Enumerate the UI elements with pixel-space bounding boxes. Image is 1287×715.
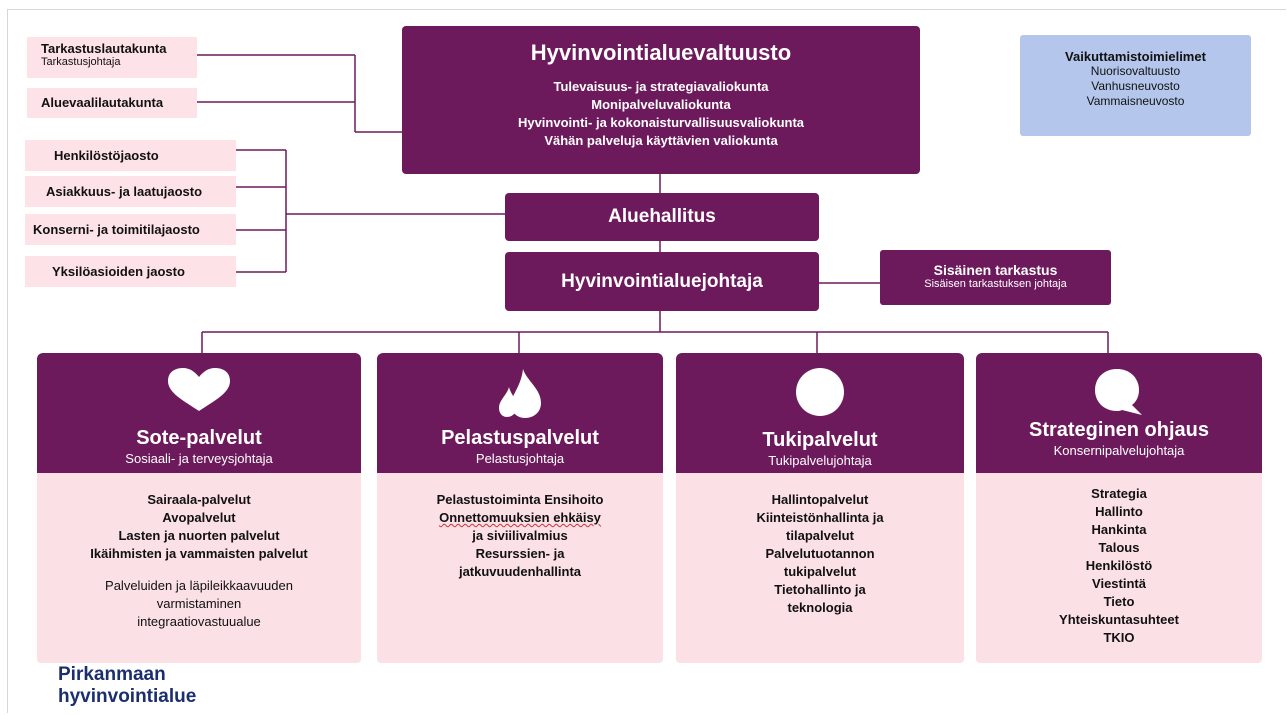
director-box: Hyvinvointialuejohtaja — [505, 252, 819, 311]
section-box: Konserni- ja toimitilajaosto — [25, 214, 236, 245]
column-item: Hallinto — [1095, 504, 1143, 519]
column-item: Kiinteistönhallinta ja — [756, 510, 884, 525]
rescue-header: Pelastuspalvelut Pelastusjohtaja — [377, 353, 663, 473]
column-title: Strateginen ohjaus — [1028, 419, 1210, 441]
section-box: Henkilöstöjaosto — [25, 140, 236, 171]
column-item: teknologia — [787, 600, 853, 615]
column-item: Ikäihmisten ja vammaisten palvelut — [90, 546, 308, 561]
column-sub: Tukipalvelujohtaja — [768, 453, 872, 468]
strategy-header: Strateginen ohjaus Konsernipalvelujohtaj… — [976, 353, 1262, 473]
column-item: Viestintä — [1092, 576, 1146, 591]
column-note: varmistaminen — [156, 596, 242, 611]
column-note: integraatiovastuualue — [137, 614, 261, 629]
committee-item: Vähän palveluja käyttävien valiokunta — [544, 133, 778, 148]
column-item: Sairaala-palvelut — [147, 492, 251, 507]
column-item: Resurssien- ja — [475, 546, 565, 561]
organization-logo: Pirkanmaan hyvinvointialue — [58, 664, 196, 708]
section-label: Yksilöasioiden jaosto — [52, 264, 185, 279]
committee-item: Hyvinvointi- ja kokonaisturvallisuusvali… — [517, 115, 805, 130]
audit-committee-title: Tarkastuslautakunta — [41, 41, 167, 56]
page-frame — [7, 9, 1286, 713]
column-item: TKIO — [1103, 630, 1135, 645]
column-item: tilapalvelut — [786, 528, 854, 543]
column-item: jatkuvuudenhallinta — [458, 564, 582, 579]
audit-committee-sub: Tarkastusjohtaja — [41, 56, 121, 68]
column-item: Henkilöstö — [1085, 558, 1153, 573]
section-box: Yksilöasioiden jaosto — [25, 256, 236, 287]
influence-item: Nuorisovaltuusto — [1090, 64, 1181, 78]
section-label: Konserni- ja toimitilajaosto — [33, 222, 200, 237]
column-item: tukipalvelut — [783, 564, 857, 579]
column-sub: Sosiaali- ja terveysjohtaja — [125, 451, 273, 466]
speech-bubble-icon — [1092, 367, 1146, 422]
column-item: Lasten ja nuorten palvelut — [118, 528, 280, 543]
council-box: Hyvinvointialuevaltuusto Tulevaisuus- ja… — [402, 26, 920, 174]
regional-board-title: Aluehallitus — [608, 206, 716, 227]
section-label: Henkilöstöjaosto — [54, 148, 159, 163]
influence-bodies-box: Vaikuttamistoimielimet Nuorisovaltuusto … — [1020, 35, 1251, 136]
sote-body: Sairaala-palvelut Avopalvelut Lasten ja … — [37, 473, 361, 663]
heart-icon — [166, 367, 232, 418]
internal-audit-title: Sisäinen tarkastus — [933, 262, 1058, 278]
logo-line: Pirkanmaan — [58, 664, 166, 685]
logo-line: hyvinvointialue — [58, 686, 197, 707]
column-item: Palvelutuotannon — [765, 546, 875, 561]
support-body: Hallintopalvelut Kiinteistönhallinta ja … — [676, 473, 964, 663]
flame-icon — [497, 367, 543, 424]
column-item: Hallintopalvelut — [771, 492, 869, 507]
support-header: Tukipalvelut Tukipalvelujohtaja — [676, 353, 964, 473]
influence-item: Vammaisneuvosto — [1086, 94, 1185, 108]
election-committee-box: Aluevaalilautakunta — [27, 88, 197, 118]
influence-item: Vanhusneuvosto — [1091, 79, 1180, 93]
committee-item: Monipalveluvaliokunta — [591, 97, 731, 112]
committee-item: Tulevaisuus- ja strategiavaliokunta — [553, 79, 769, 94]
column-item: Onnettomuuksien ehkäisy — [439, 510, 601, 525]
column-item: Hankinta — [1091, 522, 1147, 537]
column-item: ja siviilivalmius — [472, 528, 568, 543]
strategy-body: Strategia Hallinto Hankinta Talous Henki… — [976, 473, 1262, 663]
column-title: Tukipalvelut — [762, 429, 878, 451]
sote-header: Sote-palvelut Sosiaali- ja terveysjohtaj… — [37, 353, 361, 473]
section-box: Asiakkuus- ja laatujaosto — [25, 176, 236, 207]
column-title: Pelastuspalvelut — [441, 427, 599, 449]
council-title: Hyvinvointialuevaltuusto — [530, 40, 792, 65]
election-committee-title: Aluevaalilautakunta — [41, 95, 164, 110]
regional-board-box: Aluehallitus — [505, 193, 819, 241]
audit-committee-box: Tarkastuslautakunta Tarkastusjohtaja — [27, 37, 197, 78]
circle-icon — [795, 367, 845, 422]
influence-title: Vaikuttamistoimielimet — [1065, 49, 1206, 64]
rescue-body: Pelastustoiminta Ensihoito Onnettomuuksi… — [377, 473, 663, 663]
column-item: Strategia — [1091, 486, 1147, 501]
column-title: Sote-palvelut — [136, 427, 262, 449]
section-label: Asiakkuus- ja laatujaosto — [46, 184, 203, 199]
column-item: Tieto — [1103, 594, 1135, 609]
column-note: Palveluiden ja läpileikkaavuuden — [105, 578, 293, 593]
column-sub: Konsernipalvelujohtaja — [1053, 443, 1185, 458]
column-item: Talous — [1098, 540, 1140, 555]
internal-audit-sub: Sisäisen tarkastuksen johtaja — [924, 278, 1067, 290]
column-item: Pelastustoiminta Ensihoito — [436, 492, 604, 507]
column-item: Tietohallinto ja — [774, 582, 866, 597]
column-item: Yhteiskuntasuhteet — [1059, 612, 1179, 627]
director-title: Hyvinvointialuejohtaja — [561, 271, 763, 292]
internal-audit-box: Sisäinen tarkastus Sisäisen tarkastuksen… — [880, 250, 1111, 305]
column-item: Avopalvelut — [162, 510, 236, 525]
column-sub: Pelastusjohtaja — [475, 451, 565, 466]
